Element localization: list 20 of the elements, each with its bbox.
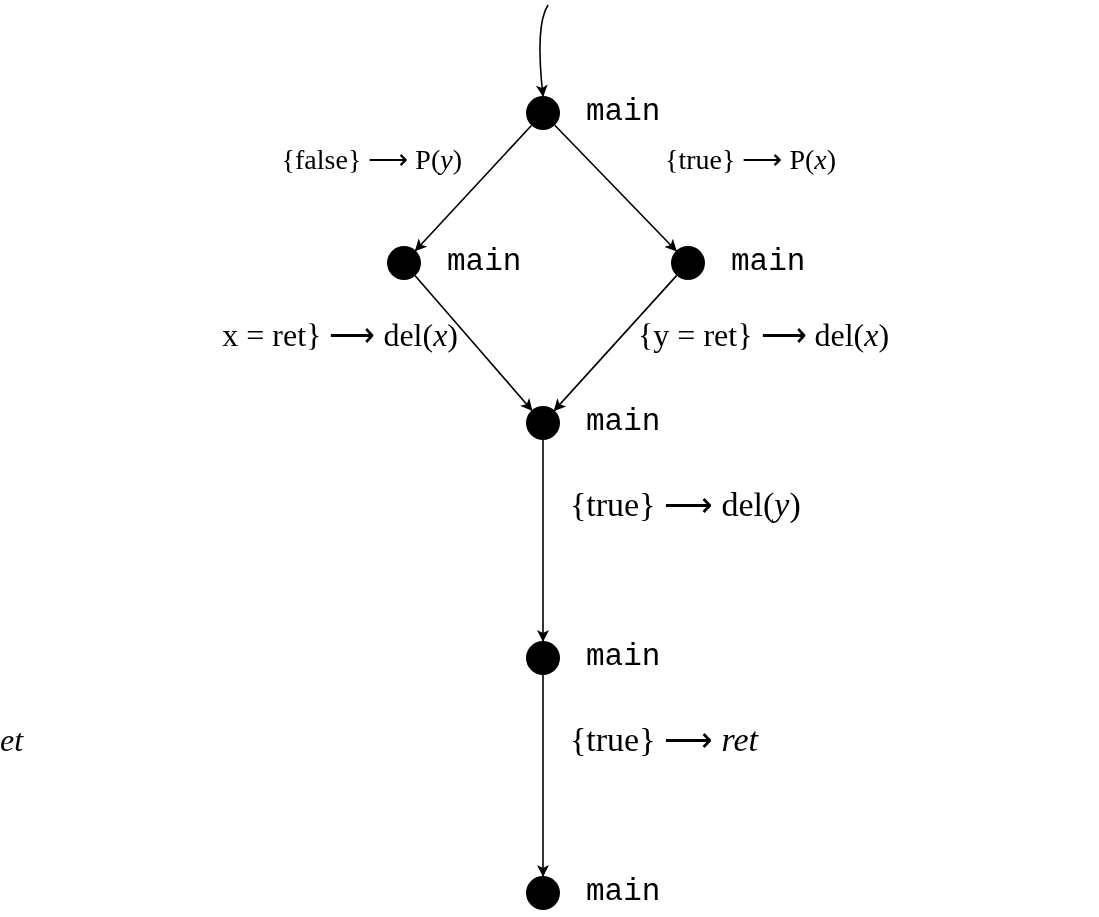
arrow: [554, 124, 677, 252]
edge-label: {y = ret} ⟶ del(x): [638, 319, 890, 351]
arrow: [537, 439, 549, 642]
state-label: main: [586, 876, 661, 907]
state-label: main: [447, 246, 522, 277]
edge-label: {false} ⟶ P(y): [281, 146, 462, 174]
arrow: [414, 275, 533, 411]
state-label: main: [586, 641, 661, 672]
arrow: [537, 674, 549, 877]
edge-label: {true} ⟶ ret: [570, 723, 758, 757]
arrow: [553, 274, 678, 412]
cropped-text: et: [0, 724, 24, 756]
arrow: [535, 4, 549, 97]
arrow: [414, 124, 533, 252]
state-label: main: [731, 246, 806, 277]
edge-label: {true} ⟶ P(x): [665, 146, 837, 174]
state-label: main: [586, 406, 661, 437]
state-label: main: [586, 96, 661, 127]
edge-label: {true} ⟶ del(y): [570, 488, 801, 522]
edge-label: x = ret} ⟶ del(x): [222, 319, 458, 351]
